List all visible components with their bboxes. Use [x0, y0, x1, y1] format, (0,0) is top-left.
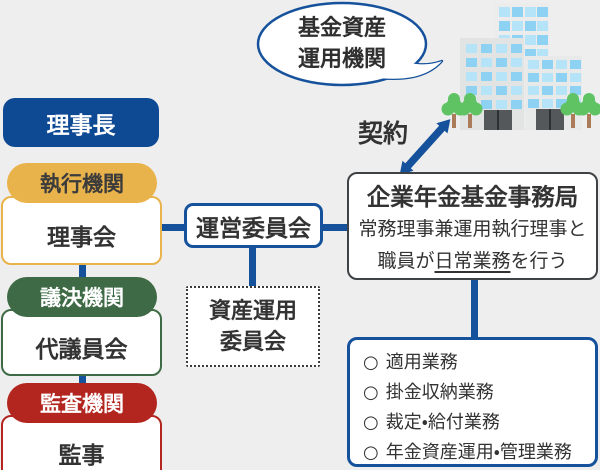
- asset-committee-line-1: 資産運用: [208, 298, 297, 324]
- contract-double-arrow-icon: [399, 119, 451, 175]
- task-label: 掛金収納業務: [385, 382, 494, 403]
- connector-v-secretariat-tasks: [471, 279, 478, 338]
- desc-underlined-text: 日常業務: [434, 250, 511, 272]
- task-item: ○ 掛金収納業務: [363, 378, 595, 408]
- organ-group-executive: 理事会 執行機関: [0, 163, 162, 265]
- organ-body-executive: 理事会: [1, 196, 162, 265]
- organ-group-audit: 監事 監査機関: [0, 383, 162, 470]
- circle-bullet: ○: [363, 352, 379, 373]
- circle-bullet: ○: [363, 442, 379, 463]
- asset-management-committee-box: 資産運用 委員会: [186, 286, 320, 367]
- organ-header-decision: 議決機関: [7, 277, 157, 317]
- tasks-list: ○ 適用業務 ○ 掛金収納業務 ○ 裁定・給付業務 ○ 年金資産運用・管理業務: [350, 348, 595, 468]
- organ-body-audit: 監事: [1, 415, 162, 470]
- trees-icon: [441, 93, 600, 128]
- speech-bubble: [256, 1, 444, 87]
- asset-committee-line-2: 委員会: [219, 329, 286, 355]
- bubble-line-1: 基金資産: [297, 16, 386, 41]
- organ-group-decision: 代議員会 議決機関: [0, 277, 162, 376]
- task-label: 年金資産運用・管理業務: [385, 442, 572, 463]
- task-label: 適用業務: [385, 352, 458, 373]
- connector-h-steering-secretariat: [320, 224, 349, 231]
- chairman-box: 理事長: [3, 98, 159, 147]
- task-item: ○ 年金資産運用・管理業務: [363, 438, 595, 468]
- contract-label: 契約: [358, 119, 409, 148]
- speech-bubble-text: 基金資産 運用機関: [262, 13, 422, 75]
- circle-bullet: ○: [363, 412, 379, 433]
- desc-line-1: 常務理事兼運用執行理事と: [358, 218, 587, 240]
- task-item: ○ 適用業務: [363, 348, 595, 378]
- tasks-box: ○ 適用業務 ○ 掛金収納業務 ○ 裁定・給付業務 ○ 年金資産運用・管理業務: [347, 337, 598, 467]
- connector-v-steering-asset: [249, 246, 256, 288]
- task-label: 裁定・給付業務: [385, 412, 500, 433]
- steering-committee-box: 運営委員会: [184, 203, 323, 248]
- office-building-illustration: [441, 3, 600, 130]
- desc-line-2-post: を行う: [510, 250, 568, 272]
- organ-header-audit: 監査機関: [7, 383, 157, 423]
- connector-h-board-steering: [157, 224, 186, 231]
- desc-line-2-pre: 職員が: [377, 250, 435, 272]
- circle-bullet: ○: [363, 382, 379, 403]
- organ-header-executive: 執行機関: [7, 163, 157, 203]
- organ-body-decision: 代議員会: [1, 309, 162, 376]
- secretariat-description: 常務理事兼運用執行理事と 職員が日常業務を行う: [349, 213, 596, 277]
- secretariat-box: 企業年金基金事務局 常務理事兼運用執行理事と 職員が日常業務を行う: [347, 172, 598, 280]
- bubble-line-2: 運用機関: [297, 47, 386, 72]
- secretariat-title: 企業年金基金事務局: [366, 183, 579, 211]
- task-item: ○ 裁定・給付業務: [363, 408, 595, 438]
